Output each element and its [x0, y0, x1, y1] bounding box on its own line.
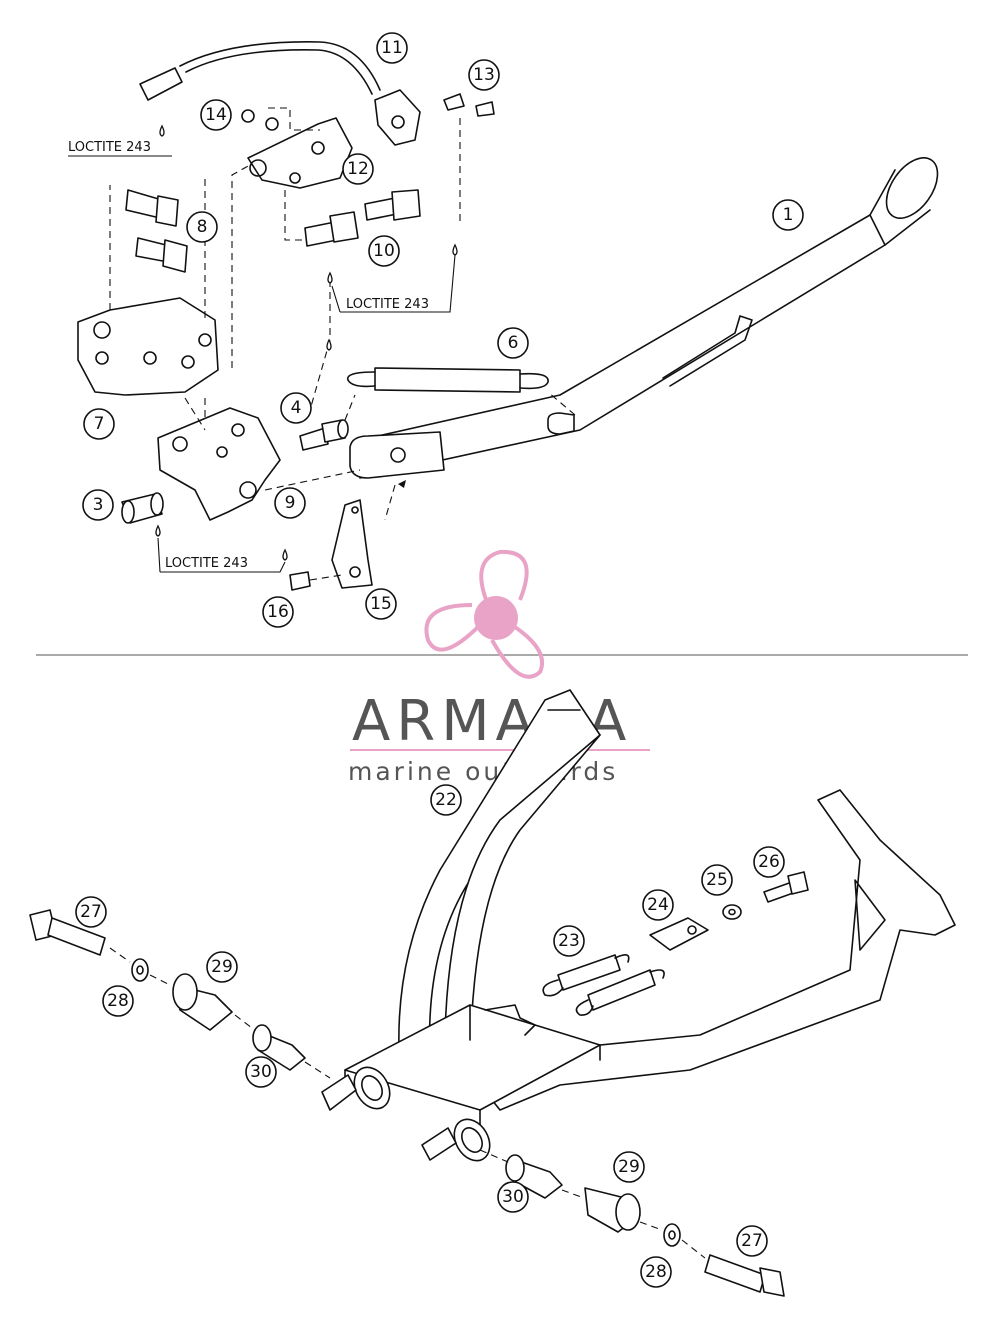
callout-29-left: 29 [206, 951, 238, 983]
svg-text:7: 7 [94, 414, 105, 434]
svg-text:10: 10 [373, 241, 395, 261]
loctite-droplets [155, 124, 458, 561]
callout-26: 26 [753, 846, 785, 878]
callout-7: 7 [83, 408, 115, 440]
callout-6: 6 [497, 327, 529, 359]
svg-text:23: 23 [558, 931, 580, 951]
callout-1: 1 [772, 199, 804, 231]
callout-22: 22 [430, 784, 462, 816]
callout-28-right: 28 [640, 1256, 672, 1288]
svg-text:27: 27 [741, 1231, 763, 1251]
screws-13-14 [241, 93, 495, 131]
callout-3: 3 [82, 489, 114, 521]
svg-text:28: 28 [107, 991, 129, 1011]
sensor-bracket-15 [289, 499, 373, 591]
svg-text:29: 29 [211, 957, 233, 977]
spring-pin-4 [299, 419, 349, 451]
svg-text:22: 22 [435, 790, 457, 810]
springs-23 [542, 954, 665, 1016]
callout-9: 9 [274, 487, 306, 519]
svg-text:27: 27 [80, 902, 102, 922]
svg-text:30: 30 [250, 1062, 272, 1082]
bushing-3 [121, 492, 164, 524]
svg-text:6: 6 [508, 333, 519, 353]
svg-text:26: 26 [758, 852, 780, 872]
side-stand-leg [349, 157, 939, 479]
svg-text:11: 11 [381, 38, 403, 58]
svg-text:3: 3 [93, 495, 104, 515]
bolts-10 [304, 189, 421, 247]
pivot-plate-9 [157, 407, 281, 521]
armada-logo: ARMADA marine outboards [348, 549, 650, 786]
callout-12: 12 [342, 153, 374, 185]
sensor-cable-11 [139, 41, 421, 146]
propeller-logo-icon [424, 549, 545, 679]
callout-23: 23 [553, 925, 585, 957]
svg-text:4: 4 [291, 398, 302, 418]
svg-text:8: 8 [197, 217, 208, 237]
callout-4: 4 [280, 392, 312, 424]
hardware-right-27-30 [479, 1149, 785, 1297]
callout-29-right: 29 [613, 1151, 645, 1183]
assembly-guide-lines-top [109, 107, 576, 581]
callout-30-left: 30 [245, 1056, 277, 1088]
svg-text:9: 9 [285, 493, 296, 513]
svg-text:28: 28 [645, 1262, 667, 1282]
svg-text:LOCTITE 243: LOCTITE 243 [68, 140, 151, 155]
svg-text:LOCTITE 243: LOCTITE 243 [165, 556, 248, 571]
svg-text:13: 13 [473, 65, 495, 85]
callout-16: 16 [262, 596, 294, 628]
svg-text:16: 16 [267, 602, 289, 622]
mounting-bracket-7 [77, 297, 219, 396]
svg-text:14: 14 [205, 105, 227, 125]
callout-15: 15 [365, 588, 397, 620]
svg-text:29: 29 [618, 1157, 640, 1177]
svg-text:24: 24 [647, 895, 669, 915]
loctite-label-3: LOCTITE 243 [157, 537, 286, 573]
hardware-24-25-26 [649, 871, 809, 951]
svg-text:12: 12 [347, 159, 369, 179]
spring-6 [346, 367, 549, 393]
callout-30-right: 30 [497, 1181, 529, 1213]
callout-8: 8 [186, 211, 218, 243]
hardware-left-27-30 [29, 909, 331, 1079]
callout-25: 25 [701, 864, 733, 896]
switch-plate-12 [247, 117, 353, 189]
center-stand-frame [321, 689, 956, 1162]
loctite-label-2: LOCTITE 243 [331, 254, 456, 313]
callout-13: 13 [468, 59, 500, 91]
svg-text:25: 25 [706, 870, 728, 890]
svg-text:15: 15 [370, 594, 392, 614]
callout-27-left: 27 [75, 896, 107, 928]
callout-14: 14 [200, 99, 232, 131]
callout-28-left: 28 [102, 985, 134, 1017]
callout-24: 24 [642, 889, 674, 921]
bolts-8 [125, 189, 188, 273]
svg-text:30: 30 [502, 1187, 524, 1207]
loctite-label-1: LOCTITE 243 [68, 140, 172, 157]
svg-text:LOCTITE 243: LOCTITE 243 [346, 297, 429, 312]
callout-11: 11 [376, 32, 408, 64]
callout-27-right: 27 [736, 1225, 768, 1257]
svg-text:1: 1 [783, 205, 794, 225]
callout-10: 10 [368, 235, 400, 267]
